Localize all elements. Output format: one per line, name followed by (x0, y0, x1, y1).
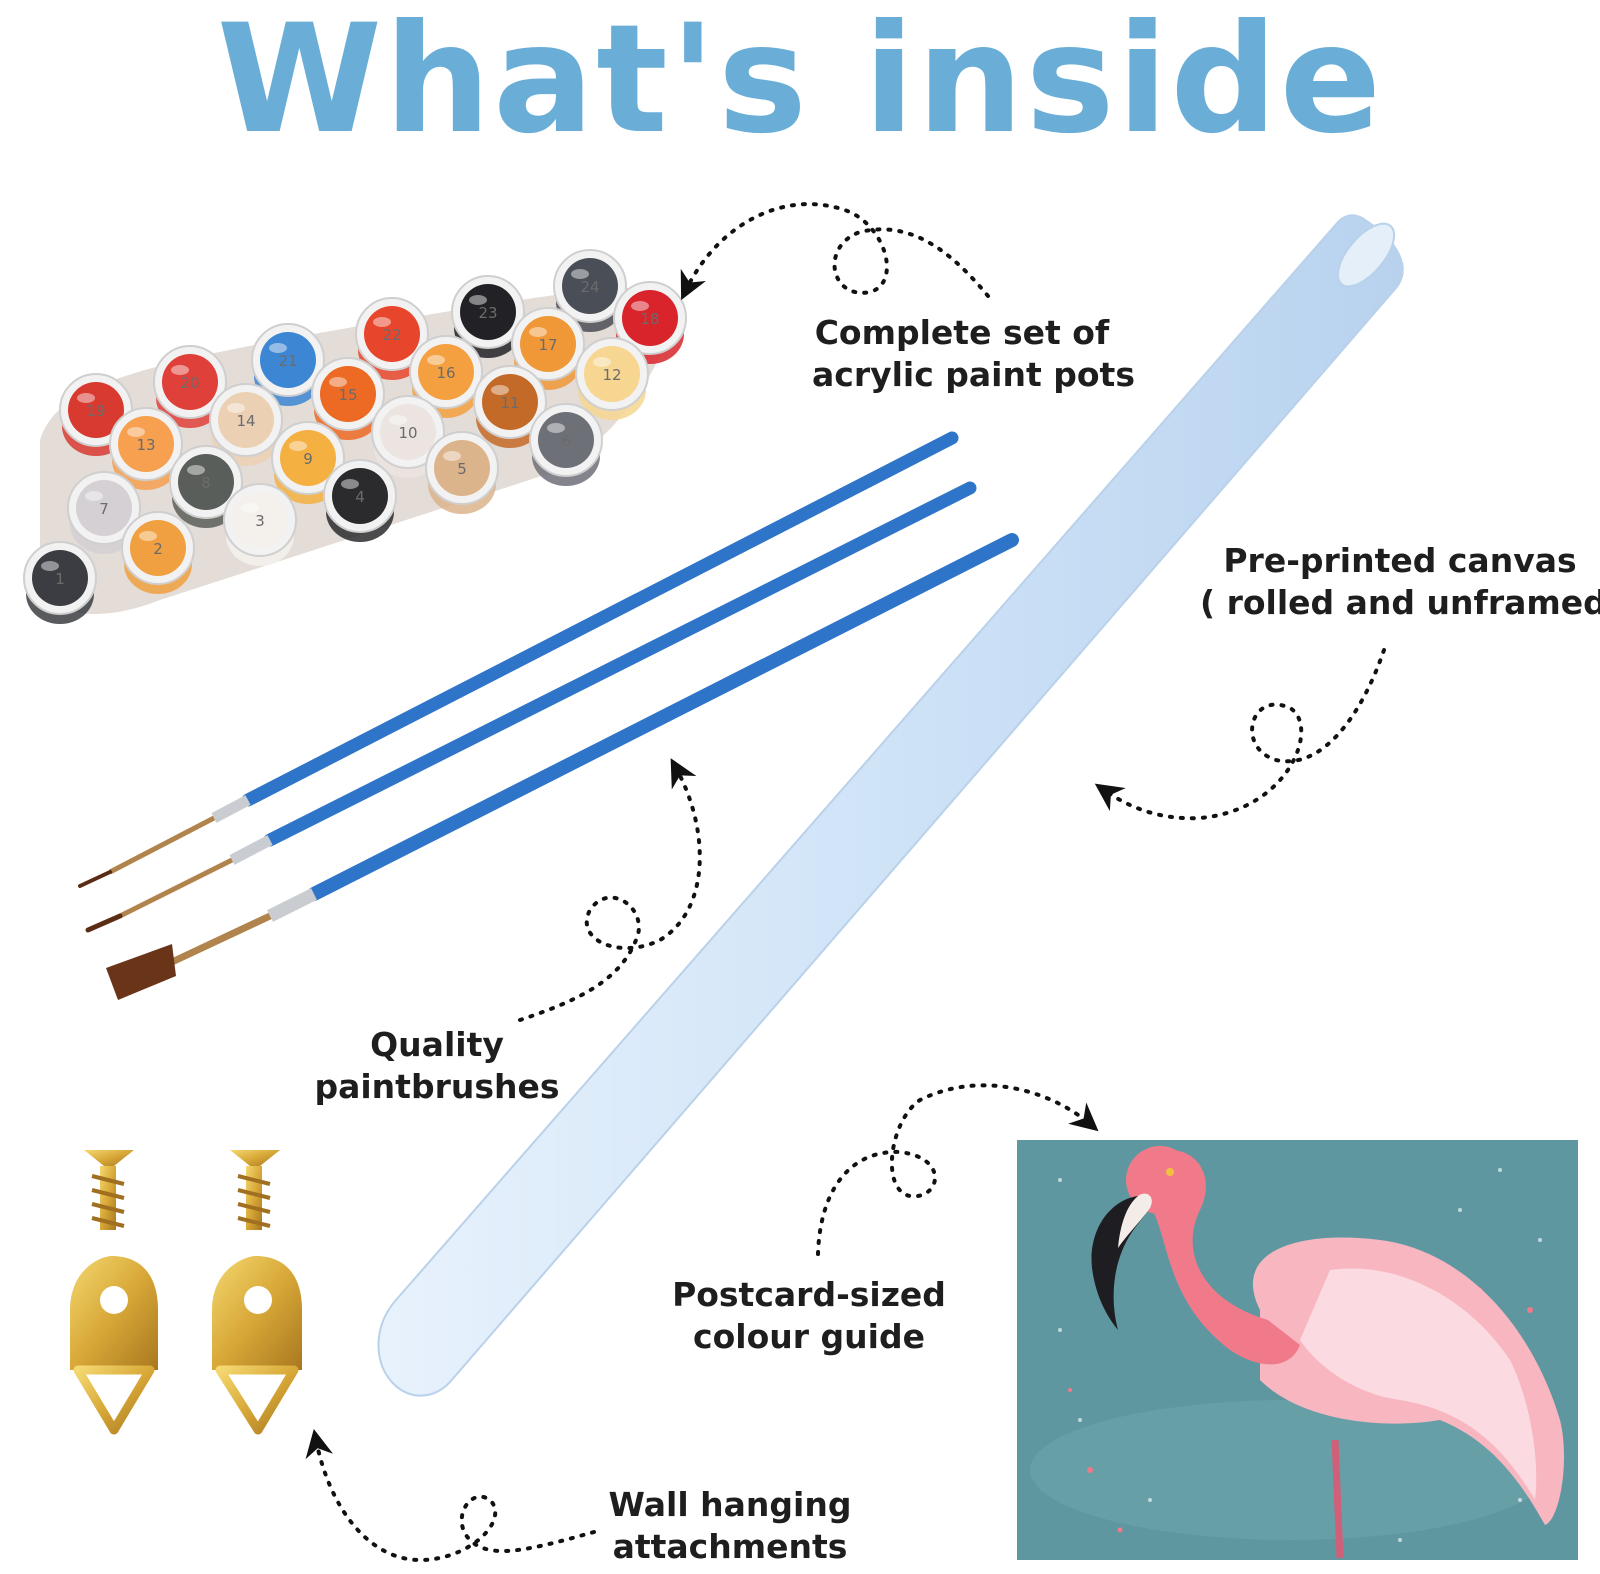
hanging-label: Wall hanging attachments (600, 1484, 860, 1568)
paint-pot-icon: 14 (209, 383, 283, 466)
paint-pot-icon: 11 (473, 365, 547, 448)
screw-icon (230, 1150, 280, 1230)
paint-pot-number: 3 (255, 512, 265, 530)
paint-pot-number: 5 (457, 460, 467, 478)
paint-pot-number: 8 (201, 474, 211, 492)
label-line: acrylic paint pots (812, 355, 1135, 394)
hanging-hardware (70, 1150, 302, 1435)
hanger-icon (212, 1256, 302, 1435)
label-line: attachments (612, 1527, 848, 1566)
paint-pot-number: 15 (338, 386, 357, 404)
paint-pot-icon: 20 (153, 345, 227, 428)
paint-pot-number: 16 (436, 364, 455, 382)
paint-pots-label: Complete set of acrylic paint pots (812, 312, 1135, 396)
paint-pot-number: 6 (561, 432, 571, 450)
canvas-roll-icon (377, 214, 1404, 1397)
canvas-label: Pre-printed canvas ( rolled and unframed… (1200, 540, 1600, 624)
hanger-icon (70, 1256, 158, 1435)
paint-pot-icon: 3 (223, 483, 297, 566)
paint-pot-icon: 21 (251, 323, 325, 406)
paint-pot-number: 13 (136, 436, 155, 454)
paint-pot-number: 10 (398, 424, 417, 442)
paint-pot-icon: 10 (371, 395, 445, 478)
colour-guide-label: Postcard-sized colour guide (664, 1274, 954, 1358)
paint-pot-number: 1 (55, 570, 65, 588)
label-line: Quality (370, 1025, 504, 1064)
paint-pot-number: 21 (278, 352, 297, 370)
dotted-arrow-icon (1094, 648, 1386, 821)
label-line: paintbrushes (314, 1067, 560, 1106)
paint-pot-icon: 6 (529, 403, 603, 486)
label-line: colour guide (693, 1317, 925, 1356)
paint-pot-number: 7 (99, 500, 109, 518)
label-line: Pre-printed canvas (1223, 541, 1577, 580)
paint-pot-number: 20 (180, 374, 199, 392)
paint-pot-number: 24 (580, 278, 599, 296)
page-title: What's inside (216, 0, 1384, 167)
paint-pot-number: 11 (500, 394, 519, 412)
paintbrush-icon (85, 481, 977, 933)
brushes-label: Quality paintbrushes (312, 1024, 562, 1108)
label-line: Complete set of (814, 313, 1110, 352)
paint-pot-number: 2 (153, 540, 163, 558)
paint-pot-icon: 7 (67, 471, 141, 554)
paint-pot-icon: 2 (121, 511, 195, 594)
paint-pot-number: 12 (602, 366, 621, 384)
label-line: Wall hanging (608, 1485, 852, 1524)
paint-pot-number: 19 (86, 402, 105, 420)
paint-pot-number: 4 (355, 488, 365, 506)
paintbrush-icon (106, 533, 1019, 1000)
paint-pot-icon: 4 (323, 459, 397, 542)
label-line: ( rolled and unframed ) (1200, 583, 1600, 622)
label-line: Postcard-sized (672, 1275, 946, 1314)
paintbrushes-group (78, 431, 1019, 1000)
paint-pot-icon: 1 (23, 541, 97, 624)
flamingo-guide-image (1017, 1140, 1578, 1560)
paint-pot-number: 18 (640, 310, 659, 328)
dotted-arrow-icon (305, 1429, 596, 1563)
paint-pot-icon: 5 (425, 431, 499, 514)
paint-pot-number: 22 (382, 326, 401, 344)
paint-pot-number: 9 (303, 450, 313, 468)
paint-pot-number: 23 (478, 304, 497, 322)
paint-pot-number: 14 (236, 412, 255, 430)
paint-pot-number: 17 (538, 336, 557, 354)
paint-pot-icon: 15 (311, 357, 385, 440)
dotted-arrow-icon (816, 1083, 1099, 1256)
screw-icon (84, 1150, 134, 1230)
paint-pot-icon: 12 (575, 337, 649, 420)
dotted-arrow-icon (680, 202, 990, 301)
paint-pot-icon: 13 (109, 407, 183, 490)
paint-pot-icon: 8 (169, 445, 243, 528)
paint-pot-icon: 23 (451, 275, 525, 358)
paintbrush-icon (78, 431, 959, 888)
dotted-arrow-icon (518, 758, 702, 1022)
paint-pot-icon: 22 (355, 297, 429, 380)
